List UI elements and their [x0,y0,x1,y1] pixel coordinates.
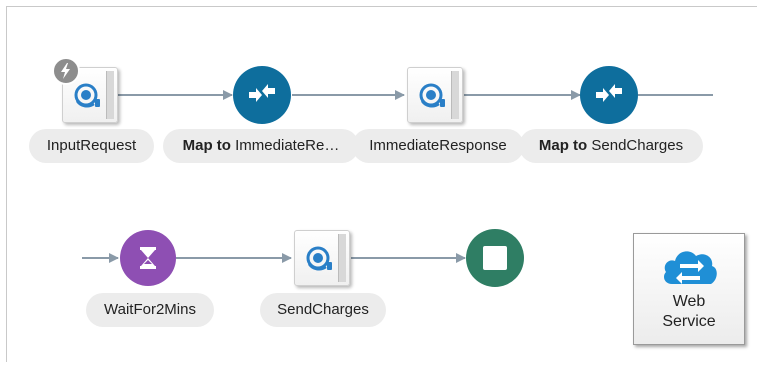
map-to-prefix: Map to [182,137,231,154]
map-arrows-icon [249,84,275,102]
trigger-lightning-icon [52,57,80,85]
canvas-border-top [6,6,757,7]
wait-for-2-mins-node[interactable] [120,230,176,286]
web-service-palette-item[interactable]: Web Service [633,233,745,345]
wait-for-2-mins-label: WaitFor2Mins [86,293,214,327]
stop-icon [483,246,507,270]
immediate-response-label: ImmediateResponse [352,129,524,163]
map-target-name: SendCharges [591,137,684,154]
map-to-sendcharges-node[interactable] [580,66,638,124]
web-service-adapter-icon [418,81,448,116]
canvas-border-left [6,6,7,362]
end-node[interactable] [466,229,524,287]
hourglass-icon [140,247,156,269]
web-service-adapter-icon [73,81,103,116]
map-to-immediate-node[interactable] [233,66,291,124]
send-charges-label: SendCharges [260,293,386,327]
map-to-prefix: Map to [538,137,588,154]
map-target-name: ImmediateRe… [235,137,340,154]
web-service-adapter-icon [305,244,335,279]
send-charges-node[interactable] [294,230,350,286]
input-request-node[interactable] [62,67,118,123]
web-service-label-line2: Service [662,313,716,330]
web-service-label: Web Service [634,292,744,332]
cloud-exchange-icon [664,251,717,284]
map-to-immediate-label: Map to ImmediateRe… [163,129,359,163]
immediate-response-node[interactable] [407,67,463,123]
map-arrows-icon [596,84,622,102]
web-service-label-line1: Web [672,293,706,310]
input-request-label: InputRequest [29,129,154,163]
map-to-sendcharges-label: Map to SendCharges [519,129,703,163]
